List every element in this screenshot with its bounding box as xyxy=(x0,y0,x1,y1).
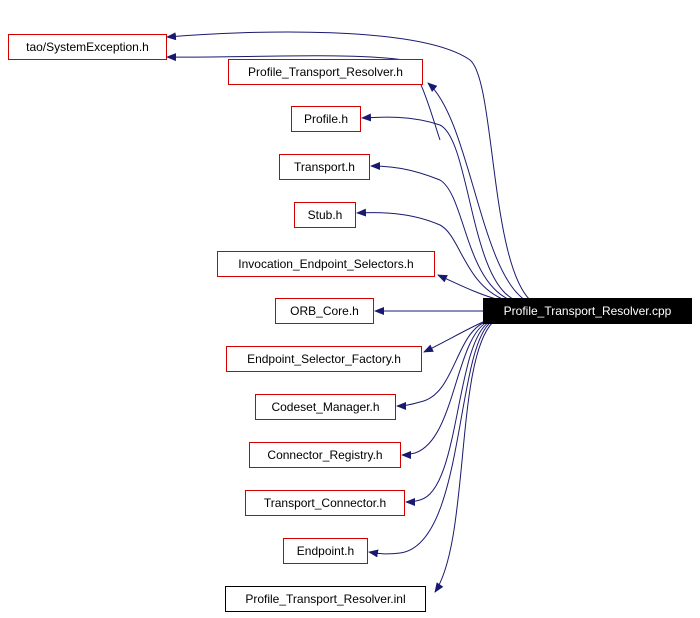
node-stub-h[interactable]: Stub.h xyxy=(294,202,356,228)
edge-to-codeset xyxy=(396,321,486,410)
node-system-exception[interactable]: tao/SystemException.h xyxy=(8,34,167,60)
edge-to-endpoint xyxy=(368,321,492,558)
node-invocation-endpoint-selectors-h[interactable]: Invocation_Endpoint_Selectors.h xyxy=(217,251,435,277)
edge-to-stub-h xyxy=(356,208,506,301)
node-transport-h[interactable]: Transport.h xyxy=(279,154,370,180)
edge-to-connector-registry xyxy=(401,321,488,459)
edge-to-transport-connector xyxy=(405,321,490,506)
node-profile-transport-resolver-inl[interactable]: Profile_Transport_Resolver.inl xyxy=(225,586,426,612)
edge-to-ptr-inl xyxy=(434,321,494,593)
node-endpoint-h[interactable]: Endpoint.h xyxy=(283,538,368,564)
edge-to-endpoint-selector xyxy=(423,321,484,353)
edge-to-invocation xyxy=(437,274,501,301)
node-codeset-manager-h[interactable]: Codeset_Manager.h xyxy=(255,394,396,420)
node-connector-registry-h[interactable]: Connector_Registry.h xyxy=(249,442,401,468)
edge-to-profile-h xyxy=(361,113,516,301)
node-profile-h[interactable]: Profile.h xyxy=(291,106,361,132)
edge-to-ptr-h xyxy=(427,82,526,301)
edge-to-transport-h xyxy=(370,162,511,301)
node-orb-core-h[interactable]: ORB_Core.h xyxy=(275,298,374,324)
node-profile-transport-resolver-h[interactable]: Profile_Transport_Resolver.h xyxy=(228,59,423,85)
node-root-profile-transport-resolver-cpp[interactable]: Profile_Transport_Resolver.cpp xyxy=(483,298,692,324)
node-endpoint-selector-factory-h[interactable]: Endpoint_Selector_Factory.h xyxy=(226,346,422,372)
node-transport-connector-h[interactable]: Transport_Connector.h xyxy=(245,490,405,516)
edge-to-system-exception xyxy=(166,31,531,301)
edge-to-ptr-h-a xyxy=(166,53,441,141)
